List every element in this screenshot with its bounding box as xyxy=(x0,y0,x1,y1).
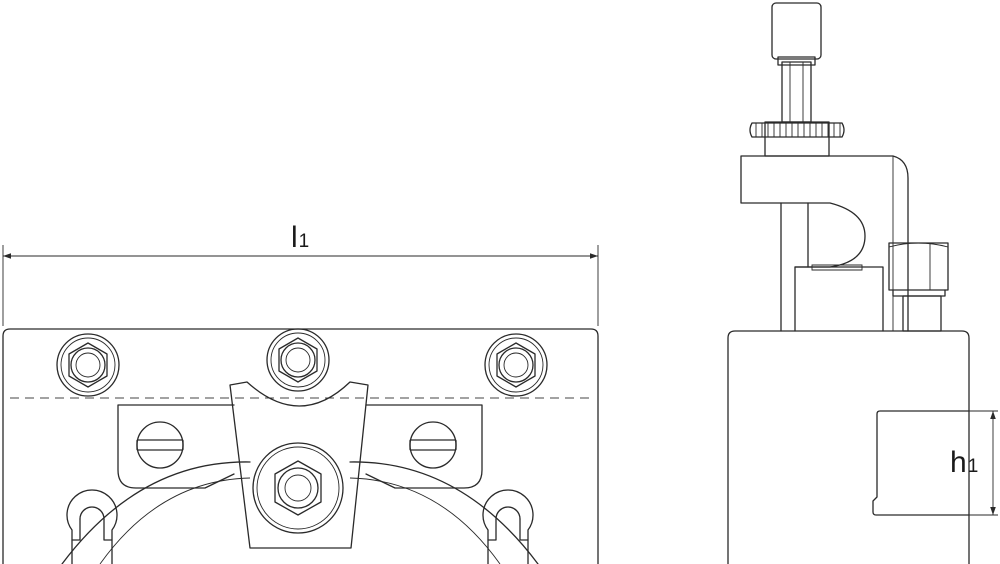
slotted-screw-left xyxy=(136,421,184,469)
hex-screw-center xyxy=(266,328,330,392)
keyhole-slot-right xyxy=(482,489,534,564)
clamp-lever xyxy=(229,381,369,549)
front-view: l1 xyxy=(2,221,599,564)
height-dimension: h1 xyxy=(950,410,998,516)
tool-slot xyxy=(872,410,970,516)
height-dimension-label: h1 xyxy=(950,446,978,479)
hex-nut-bottom xyxy=(252,442,344,534)
knurled-knob xyxy=(771,2,822,60)
clamp-bracket xyxy=(740,155,909,332)
hex-screw-right xyxy=(484,333,548,397)
clamp-jaw xyxy=(807,202,866,268)
stud-shaft xyxy=(781,61,812,123)
side-body-outline xyxy=(727,330,970,564)
length-dimension-label: l1 xyxy=(291,221,309,254)
side-view: h1 xyxy=(727,2,998,564)
side-hex-nut xyxy=(888,242,949,332)
turret-arc-outer xyxy=(61,461,251,564)
length-dimension: l1 xyxy=(2,221,599,326)
knurled-nut xyxy=(749,122,845,138)
turret-arc-inner xyxy=(99,477,251,564)
keyhole-slot-left xyxy=(66,489,118,564)
clamp-pocket xyxy=(117,404,235,489)
washer xyxy=(764,121,830,157)
slotted-screw-right xyxy=(409,421,457,469)
hex-screw-left xyxy=(56,333,120,397)
